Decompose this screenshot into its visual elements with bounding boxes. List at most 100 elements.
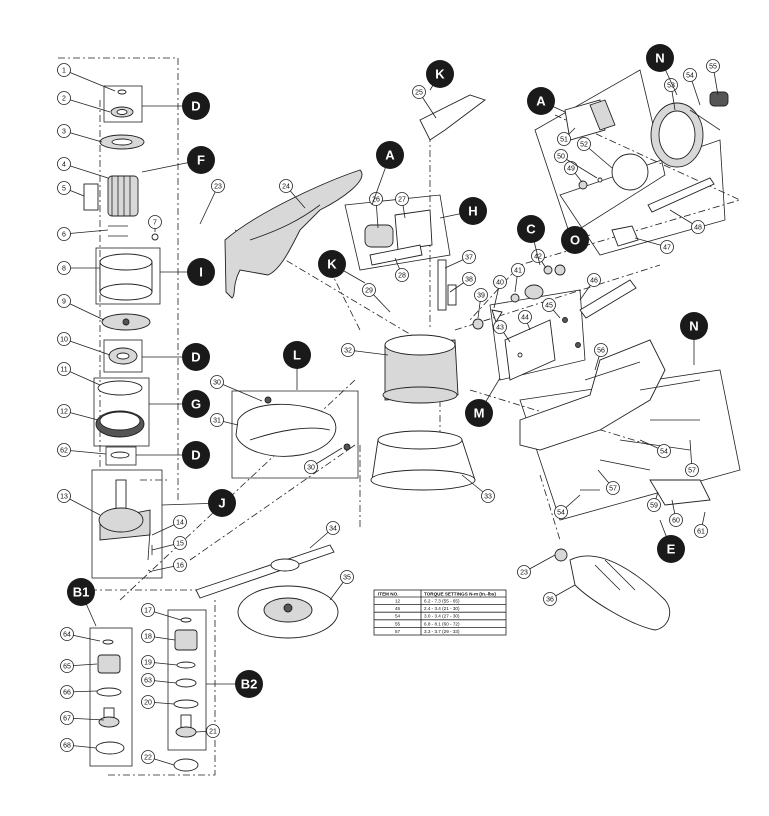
group-badge-b2-8 [235, 670, 263, 698]
leader-line-6 [63, 229, 109, 235]
group-badge-i-2 [187, 258, 215, 286]
part-callout-circle-47 [660, 240, 674, 254]
part-number-33: 33 [484, 493, 492, 500]
part-number-64: 64 [63, 631, 71, 638]
part-callout-circle-55 [706, 59, 720, 73]
leader-line-2 [63, 97, 111, 113]
group-badge-label-j-6: J [218, 496, 225, 511]
part-number-30b: 30 [307, 464, 315, 471]
part-callout-circle-10 [57, 332, 71, 346]
part-callout-circle-16 [173, 558, 187, 572]
torque-row-2-item: 45 [395, 606, 401, 611]
group-badge-label-i-2: I [199, 265, 203, 280]
part-callout-circle-51 [557, 132, 571, 146]
group-badge-k-9 [426, 60, 454, 88]
part-callout-circle-44 [518, 310, 532, 324]
group-badge-d-3 [182, 343, 210, 371]
part-number-23: 23 [214, 183, 222, 190]
part-callout-circle-65 [60, 659, 74, 673]
part-callout-circle-18 [141, 629, 155, 643]
group-badge-d-5 [182, 441, 210, 469]
left-column-parts [83, 89, 159, 573]
part-callout-circle-48 [691, 220, 705, 234]
group-badge-n-19 [680, 312, 708, 340]
part-callout-circle-34 [326, 521, 340, 535]
part-callout-circle-30 [210, 375, 224, 389]
part-callout-circle-57b [606, 481, 620, 495]
part-number-28: 28 [398, 272, 406, 279]
part-number-36: 36 [546, 596, 554, 603]
part-number-17: 17 [144, 607, 152, 614]
part-number-66: 66 [63, 689, 71, 696]
part-callout-circle-23 [211, 179, 225, 193]
part-number-27: 27 [398, 196, 406, 203]
part-callout-circle-43 [493, 320, 507, 334]
torque-row-5-value: 3.3 - 3.7 (29 - 33) [424, 629, 460, 634]
group-badge-label-a-10: A [385, 148, 395, 163]
leader-line-9 [63, 300, 105, 321]
part-callout-circle-33 [481, 489, 495, 503]
part-callout-circle-1 [57, 63, 71, 77]
group-badge-d-0 [182, 92, 210, 120]
part-number-48: 48 [694, 224, 702, 231]
part-number-22: 22 [144, 754, 152, 761]
part-callout-circle-2 [57, 91, 71, 105]
part-callout-circle-54b [657, 444, 671, 458]
part-number-47: 47 [663, 244, 671, 251]
part-number-37: 37 [465, 254, 473, 261]
part-number-2: 2 [62, 95, 66, 102]
part-number-38: 38 [465, 276, 473, 283]
group-badge-label-d-5: D [191, 448, 200, 463]
part-callout-circle-37 [462, 250, 476, 264]
part-number-51: 51 [560, 136, 568, 143]
group-badge-label-d-0: D [191, 99, 200, 114]
part-number-56: 56 [597, 347, 605, 354]
part-number-4: 4 [62, 161, 66, 168]
part-callout-circle-23b [517, 565, 531, 579]
leader-line-30 [216, 381, 263, 402]
part-callout-circle-64 [60, 627, 74, 641]
leader-line-10 [63, 338, 111, 356]
group-badge-j-6 [208, 489, 236, 517]
group-badge-label-b2-8: B2 [241, 677, 258, 692]
torque-row-4-item: 55 [395, 621, 401, 626]
group-badge-m-14 [465, 399, 493, 427]
group-badge-f-1 [187, 146, 215, 174]
central-parts [195, 94, 486, 639]
part-callout-circle-35 [340, 570, 354, 584]
part-callout-circle-24 [279, 179, 293, 193]
group-badge-label-g-4: G [191, 397, 201, 412]
group-badge-label-m-14: M [474, 406, 485, 421]
part-callout-circle-62 [57, 443, 71, 457]
part-callout-circle-45 [542, 298, 556, 312]
part-number-16: 16 [176, 562, 184, 569]
torque-row-4-value: 6.8 - 8.1 (60 - 72) [424, 621, 460, 626]
part-number-26: 26 [372, 196, 380, 203]
part-number-14: 14 [176, 519, 184, 526]
leader-line-4 [63, 163, 109, 179]
part-number-25: 25 [415, 89, 423, 96]
part-number-31: 31 [213, 417, 221, 424]
part-number-29: 29 [365, 287, 373, 294]
part-callout-circle-50 [554, 149, 568, 163]
part-number-44: 44 [521, 314, 529, 321]
part-number-57: 57 [688, 467, 696, 474]
group-badge-g-4 [182, 390, 210, 418]
part-callout-circle-67 [60, 711, 74, 725]
part-callout-circle-20 [141, 695, 155, 709]
part-number-54b: 54 [660, 448, 668, 455]
part-number-53: 53 [667, 82, 675, 89]
part-number-5: 5 [62, 185, 66, 192]
part-number-6: 6 [62, 231, 66, 238]
group-badge-label-d-3: D [191, 350, 200, 365]
part-number-62: 62 [60, 447, 68, 454]
part-callout-circle-40 [493, 275, 507, 289]
part-number-45: 45 [545, 302, 553, 309]
part-number-20: 20 [144, 699, 152, 706]
part-number-11: 11 [60, 366, 67, 373]
part-callout-circle-17 [141, 603, 155, 617]
group-badge-label-n-17: N [655, 51, 664, 66]
part-number-40: 40 [496, 279, 504, 286]
